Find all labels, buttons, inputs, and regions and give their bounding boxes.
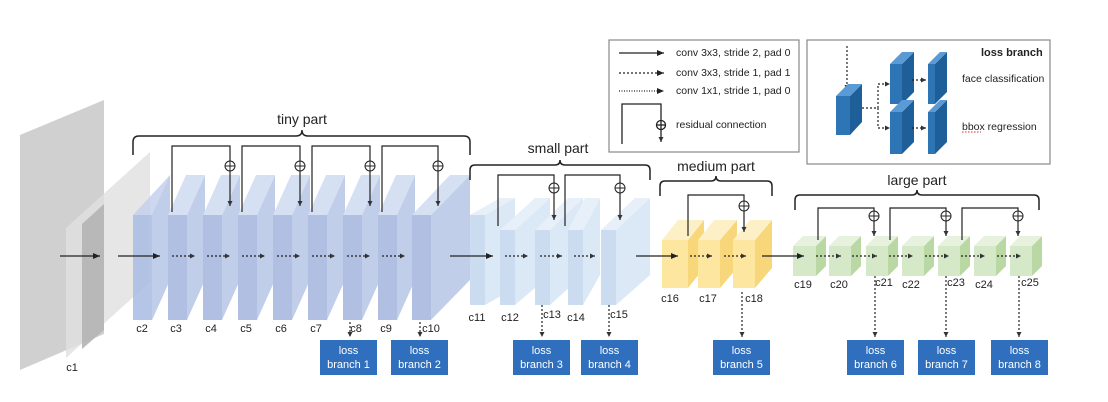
layer-c18-block bbox=[733, 220, 772, 288]
layer-label-c11: c11 bbox=[469, 312, 486, 324]
panel-input-block bbox=[836, 84, 862, 135]
legend-solid-label: conv 3x3, stride 2, pad 0 bbox=[676, 47, 791, 59]
layer-label-c5: c5 bbox=[240, 323, 252, 335]
loss-branch-7-line2: branch 7 bbox=[925, 359, 968, 371]
loss-branch-face-label: face classification bbox=[962, 73, 1044, 85]
layer-c1-block bbox=[20, 100, 150, 370]
loss-branch-5-line2: branch 5 bbox=[720, 359, 763, 371]
loss-branch-2-box: loss branch 2 bbox=[391, 340, 448, 375]
loss-branch-7-line1: loss bbox=[937, 345, 957, 357]
layer-label-c1: c1 bbox=[66, 362, 78, 374]
loss-branch-3-line1: loss bbox=[532, 345, 552, 357]
panel-face-block-1 bbox=[890, 52, 914, 104]
layer-label-c13: c13 bbox=[543, 309, 561, 321]
layer-label-c10: c10 bbox=[422, 323, 440, 335]
loss-branch-6-line1: loss bbox=[866, 345, 886, 357]
layer-c3-block bbox=[168, 175, 205, 320]
layer-label-c23: c23 bbox=[947, 277, 965, 289]
legend-dotted-label: conv 3x3, stride 1, pad 1 bbox=[676, 67, 791, 79]
layer-c4-block bbox=[203, 175, 240, 320]
legend-residual-icon bbox=[621, 103, 667, 144]
loss-branch-2-line1: loss bbox=[410, 345, 430, 357]
layer-label-c17: c17 bbox=[699, 293, 717, 305]
layer-label-c4: c4 bbox=[205, 323, 217, 335]
loss-branch-panel: loss branch face bbox=[806, 39, 1051, 165]
layer-c2-block bbox=[133, 175, 170, 320]
panel-bbox-block-1 bbox=[890, 100, 914, 154]
layer-c16-block bbox=[662, 220, 704, 288]
layer-c24-block bbox=[974, 236, 1006, 276]
loss-branch-1-line2: branch 1 bbox=[327, 359, 370, 371]
layer-c15-block bbox=[601, 198, 650, 305]
part-label-tiny: tiny part bbox=[277, 111, 327, 127]
part-label-large: large part bbox=[887, 172, 946, 188]
layer-label-c20: c20 bbox=[830, 279, 848, 291]
residual-connections bbox=[171, 145, 1021, 240]
layer-c22-block bbox=[902, 236, 934, 276]
panel-bbox-block-2 bbox=[928, 100, 947, 154]
loss-branch-5-box: loss branch 5 bbox=[713, 340, 770, 375]
layer-c7-block bbox=[308, 175, 345, 320]
layer-label-c6: c6 bbox=[275, 323, 287, 335]
layer-c5-block bbox=[238, 175, 275, 320]
loss-branch-8-line1: loss bbox=[1010, 345, 1030, 357]
loss-branch-8-box: loss branch 8 bbox=[991, 340, 1048, 375]
layer-c10-block bbox=[412, 175, 470, 320]
layer-c20-block bbox=[829, 236, 861, 276]
layer-label-c9: c9 bbox=[380, 323, 392, 335]
tiny-part-blocks bbox=[133, 175, 470, 320]
layer-label-c24: c24 bbox=[975, 279, 993, 291]
layer-c17-block bbox=[698, 220, 737, 288]
layer-c14-block bbox=[568, 198, 600, 305]
loss-branch-4-line1: loss bbox=[600, 345, 620, 357]
legend-dashed-label: conv 1x1, stride 1, pad 0 bbox=[676, 85, 791, 97]
part-braces bbox=[132, 129, 1040, 210]
loss-branch-bbox-label: bbox regression bbox=[962, 121, 1037, 133]
layer-c6-block bbox=[273, 175, 310, 320]
legend-residual-label: residual connection bbox=[676, 119, 767, 131]
layer-label-c22: c22 bbox=[902, 279, 920, 291]
layer-c9-block bbox=[378, 175, 415, 320]
layer-label-c18: c18 bbox=[745, 293, 763, 305]
medium-part-blocks bbox=[662, 220, 772, 288]
loss-branch-1-line1: loss bbox=[339, 345, 359, 357]
legend-panel: conv 3x3, stride 2, pad 0 conv 3x3, stri… bbox=[608, 39, 800, 153]
loss-branch-panel-title: loss branch bbox=[981, 47, 1043, 59]
layer-label-c3: c3 bbox=[170, 323, 182, 335]
loss-branch-6-box: loss branch 6 bbox=[847, 340, 904, 375]
loss-branch-7-box: loss branch 7 bbox=[918, 340, 975, 375]
panel-face-block-2 bbox=[928, 52, 947, 104]
layer-label-c8: c8 bbox=[350, 323, 362, 335]
residual-add-symbols bbox=[224, 160, 1024, 222]
loss-branch-4-box: loss branch 4 bbox=[581, 340, 638, 375]
layer-label-c12: c12 bbox=[501, 312, 519, 324]
layer-label-c15: c15 bbox=[610, 309, 628, 321]
layer-label-c25: c25 bbox=[1021, 277, 1039, 289]
loss-branch-3-line2: branch 3 bbox=[520, 359, 563, 371]
layer-label-c21: c21 bbox=[875, 277, 893, 289]
loss-branch-5-line1: loss bbox=[732, 345, 752, 357]
loss-branch-3-box: loss branch 3 bbox=[513, 340, 570, 375]
loss-branch-4-line2: branch 4 bbox=[588, 359, 631, 371]
part-label-small: small part bbox=[528, 140, 589, 156]
loss-branch-8-line2: branch 8 bbox=[998, 359, 1041, 371]
loss-branch-6-line2: branch 6 bbox=[854, 359, 897, 371]
layer-label-c7: c7 bbox=[310, 323, 322, 335]
layer-label-c19: c19 bbox=[794, 279, 812, 291]
loss-branch-arrows bbox=[347, 276, 1022, 337]
loss-branch-2-line2: branch 2 bbox=[398, 359, 441, 371]
part-label-medium: medium part bbox=[677, 158, 755, 174]
layer-label-c16: c16 bbox=[661, 293, 679, 305]
loss-branch-1-box: loss branch 1 bbox=[320, 340, 377, 375]
layer-c8-block bbox=[343, 175, 380, 320]
layer-labels: c1 c2 c3 c4 c5 c6 c7 c8 c9 c10 c11 c12 c… bbox=[66, 277, 1039, 374]
layer-label-c14: c14 bbox=[567, 312, 585, 324]
layer-c25-block bbox=[1010, 236, 1042, 276]
loss-branch-boxes: loss branch 1 loss branch 2 loss branch … bbox=[320, 340, 1048, 375]
layer-label-c2: c2 bbox=[136, 323, 148, 335]
small-part-blocks bbox=[470, 198, 650, 305]
large-part-blocks bbox=[793, 236, 1042, 276]
